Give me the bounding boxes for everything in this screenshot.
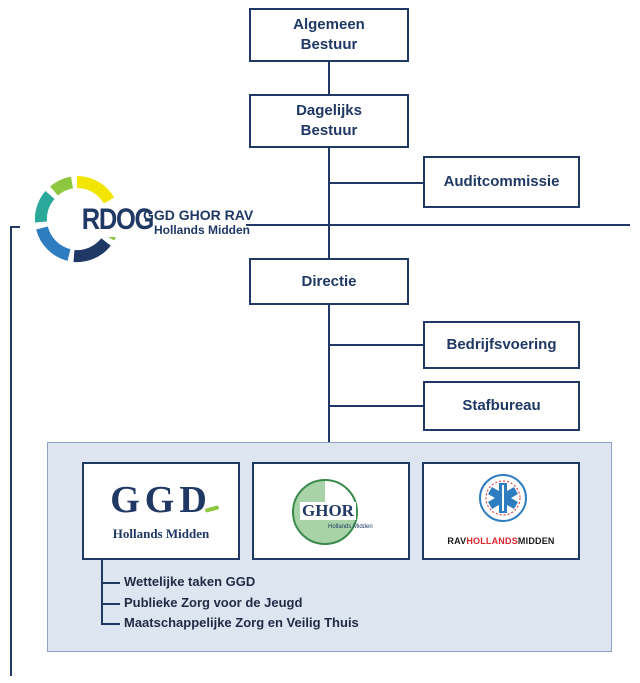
dagelijks-bestuur-line2: Bestuur (300, 122, 358, 139)
rav-highlight: HOLLANDS (466, 536, 518, 546)
algemeen-bestuur-line2: Bestuur (300, 36, 358, 53)
star-of-life-icon (479, 474, 527, 522)
stafbureau-box: Stafbureau (423, 381, 580, 431)
task-tree-branch-1 (101, 582, 120, 584)
task-item: Publieke Zorg voor de Jeugd (124, 595, 303, 610)
bracket-left-top (12, 226, 20, 228)
ggd-letters: GGD (110, 479, 212, 521)
ggd-unit-box: GGD Hollands Midden (82, 462, 240, 560)
dagelijks-bestuur-line1: Dagelijks (296, 102, 362, 119)
rdog-abbr: RDOG (80, 203, 155, 237)
rdog-name-line1: GGD GHOR RAV (143, 207, 254, 223)
ghor-letters: GHOR (300, 501, 356, 520)
ghor-unit-box: GHOR Hollands Midden (252, 462, 410, 560)
task-tree-vertical (101, 560, 103, 624)
auditcommissie-box: Auditcommissie (423, 156, 580, 208)
dagelijks-bestuur-box: Dagelijks Bestuur (249, 94, 409, 148)
algemeen-bestuur-line1: Algemeen (293, 16, 365, 33)
connector-bedrijfsvoering (329, 344, 424, 346)
bracket-left-vertical (10, 226, 12, 676)
auditcommissie-label: Auditcommissie (443, 173, 560, 190)
directie-box: Directie (249, 258, 409, 305)
connector-logo-horizontal (246, 224, 630, 226)
ggd-subtitle: Hollands Midden (112, 526, 210, 541)
connector-stafbureau (329, 405, 424, 407)
task-item: Wettelijke taken GGD (124, 574, 256, 589)
ghor-subtitle: Hollands Midden (328, 524, 373, 530)
task-tree-branch-3 (101, 623, 120, 625)
task-tree-branch-2 (101, 603, 120, 605)
algemeen-bestuur-box: Algemeen Bestuur (249, 8, 409, 62)
rav-prefix: RAV (447, 536, 467, 546)
stafbureau-label: Stafbureau (462, 397, 541, 414)
bedrijfsvoering-label: Bedrijfsvoering (446, 336, 557, 353)
directie-label: Directie (301, 272, 357, 290)
connector-auditcommissie (329, 182, 424, 184)
rdog-logo: RDOG GGD GHOR RAV Hollands Midden (30, 172, 254, 267)
connector-main-vertical (328, 62, 330, 442)
rav-unit-box: RAVHOLLANDSMIDDEN (422, 462, 580, 560)
task-item: Maatschappelijke Zorg en Veilig Thuis (124, 615, 359, 630)
rav-suffix: MIDDEN (517, 536, 555, 546)
bedrijfsvoering-box: Bedrijfsvoering (423, 321, 580, 369)
rdog-name-line2: Hollands Midden (154, 223, 250, 237)
rav-wordmark: RAVHOLLANDSMIDDEN (424, 536, 578, 546)
